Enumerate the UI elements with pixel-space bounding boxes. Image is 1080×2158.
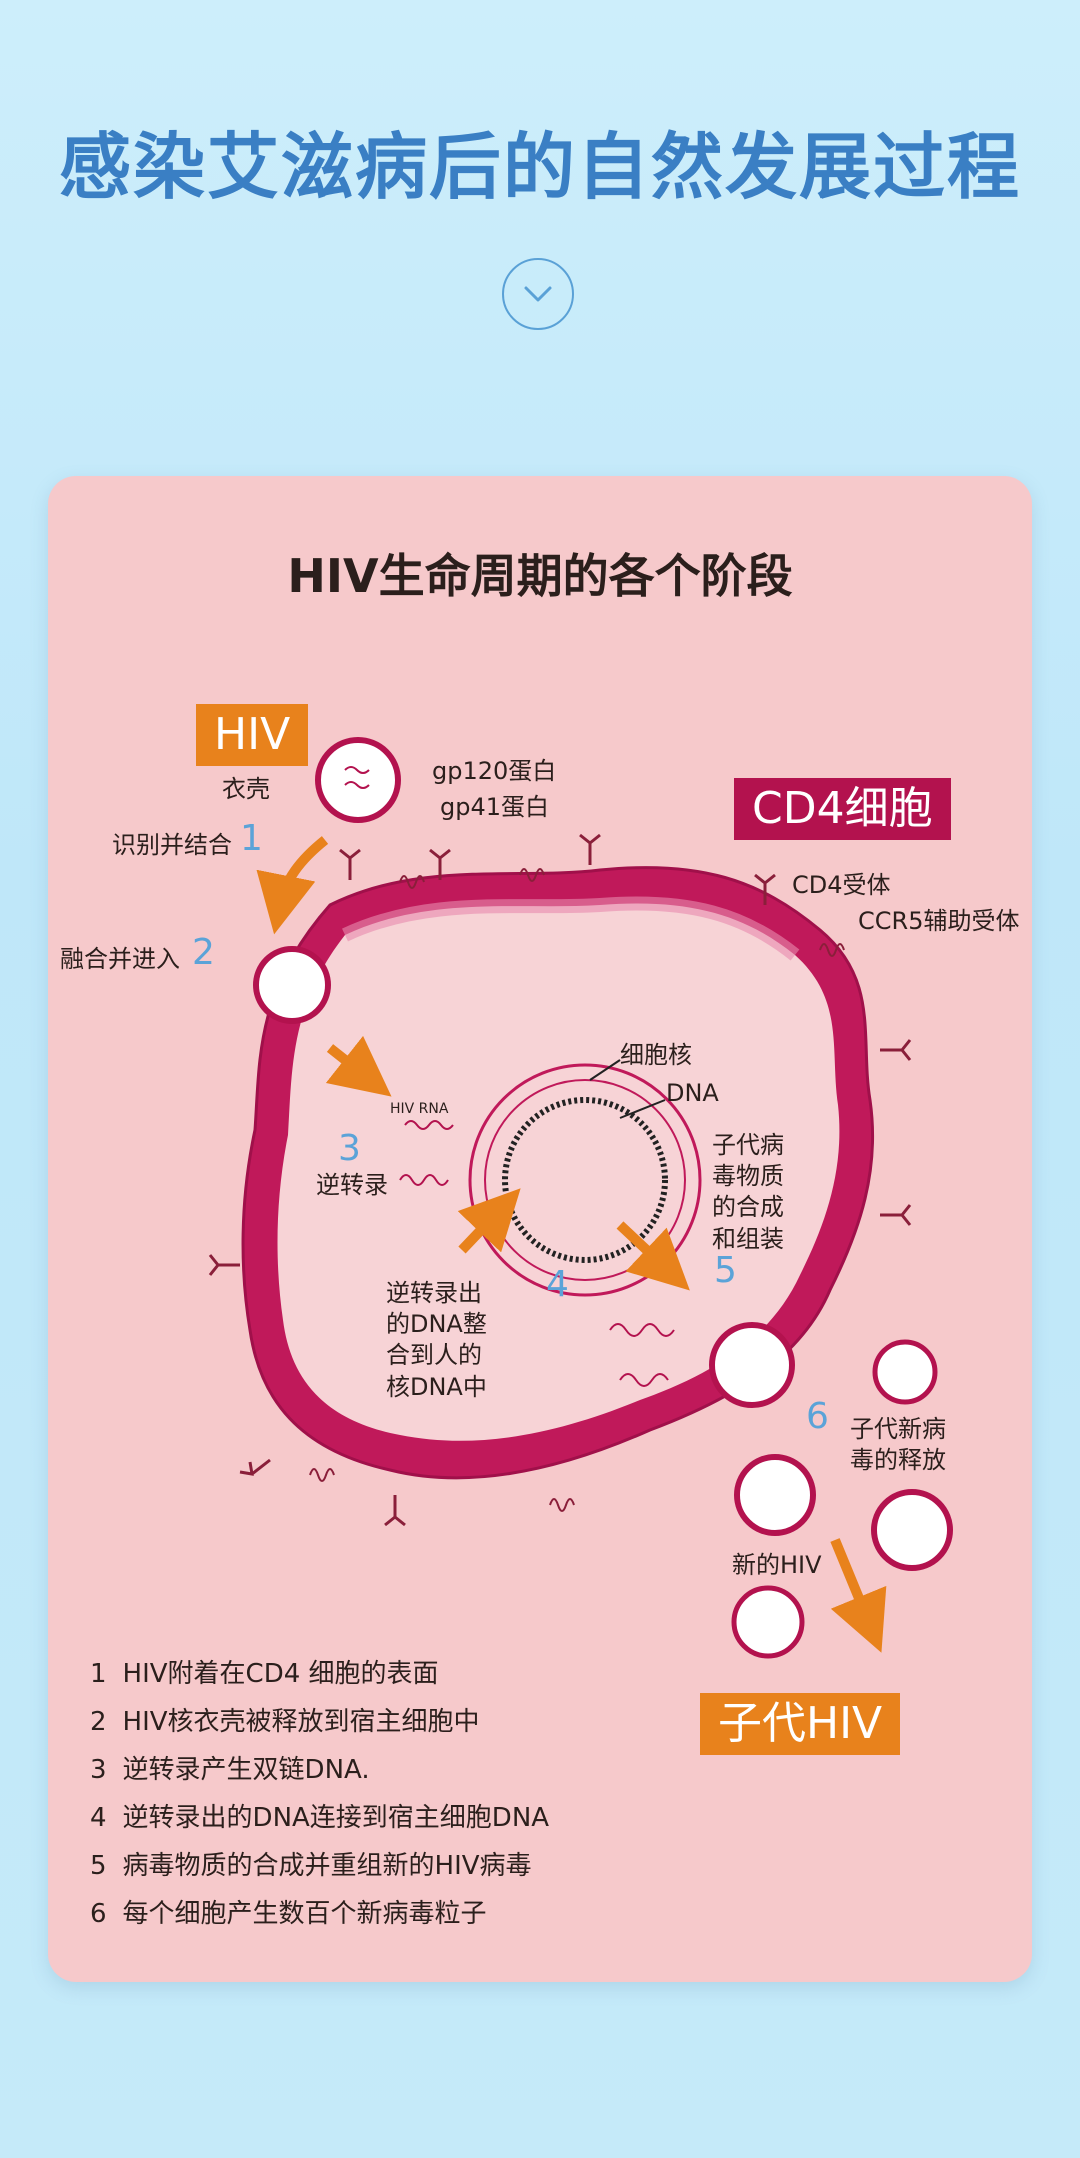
hiv-virus-icon: [871, 1489, 953, 1571]
offspring-hiv-tag: 子代HIV: [700, 1693, 901, 1755]
label-hiv-rna: HIV RNA: [390, 1101, 449, 1117]
label-coat: 衣壳: [222, 775, 270, 803]
step-number-3: 3: [338, 1128, 361, 1169]
hiv-virus-icon: [731, 1585, 805, 1659]
arrow-icon: [256, 836, 887, 1653]
ccr5-coreceptors: [309, 868, 845, 1512]
label-nucleus: 细胞核: [620, 1041, 692, 1069]
step-number-2: 2: [192, 932, 215, 973]
scroll-down-button[interactable]: [502, 258, 574, 330]
nucleus-outer-ring: [468, 1063, 702, 1297]
label-dna: DNA: [666, 1079, 719, 1107]
step-number-4: 4: [546, 1264, 569, 1305]
cell-membrane-inner: [277, 903, 840, 1441]
label-release: 子代新病 毒的释放: [850, 1415, 946, 1475]
hiv-virus-icon: [253, 946, 331, 1024]
step-number-5: 5: [714, 1250, 737, 1291]
step-number-6: 6: [806, 1396, 829, 1437]
nucleus-inner-ring: [484, 1079, 686, 1281]
hiv-virus-icon: [315, 737, 401, 823]
card-title: HIV生命周期的各个阶段: [287, 549, 793, 603]
step-number-1: 1: [240, 818, 263, 859]
hiv-virus-icon: [872, 1339, 938, 1405]
hiv-tag: HIV: [196, 704, 309, 766]
label-gp41: gp41蛋白: [440, 793, 550, 821]
label-offspring-synthesis: 子代病 毒物质 的合成 和组装: [712, 1131, 784, 1253]
cd4-cell-tag: CD4细胞: [734, 778, 951, 840]
page-title: 感染艾滋病后的自然发展过程: [58, 125, 1021, 209]
nucleus-dna-ring: [502, 1097, 668, 1263]
label-new-hiv: 新的HIV: [732, 1551, 822, 1579]
label-ccr5: CCR5辅助受体: [858, 907, 1020, 935]
label-integrate: 逆转录出 的DNA整 合到人的 核DNA中: [386, 1279, 487, 1401]
label-recognize: 识别并结合: [112, 831, 232, 859]
label-cd4-receptor: CD4受体: [792, 871, 891, 899]
label-gp120: gp120蛋白: [432, 757, 557, 785]
cd4-receptors: [208, 833, 912, 1527]
hiv-virus-icon: [734, 1454, 816, 1536]
label-reverse: 逆转录: [316, 1171, 388, 1199]
label-fuse: 融合并进入: [60, 945, 180, 973]
chevron-down-icon: [524, 286, 552, 302]
rna-strands: [399, 1120, 675, 1387]
hiv-virus-icon: [709, 1322, 795, 1408]
